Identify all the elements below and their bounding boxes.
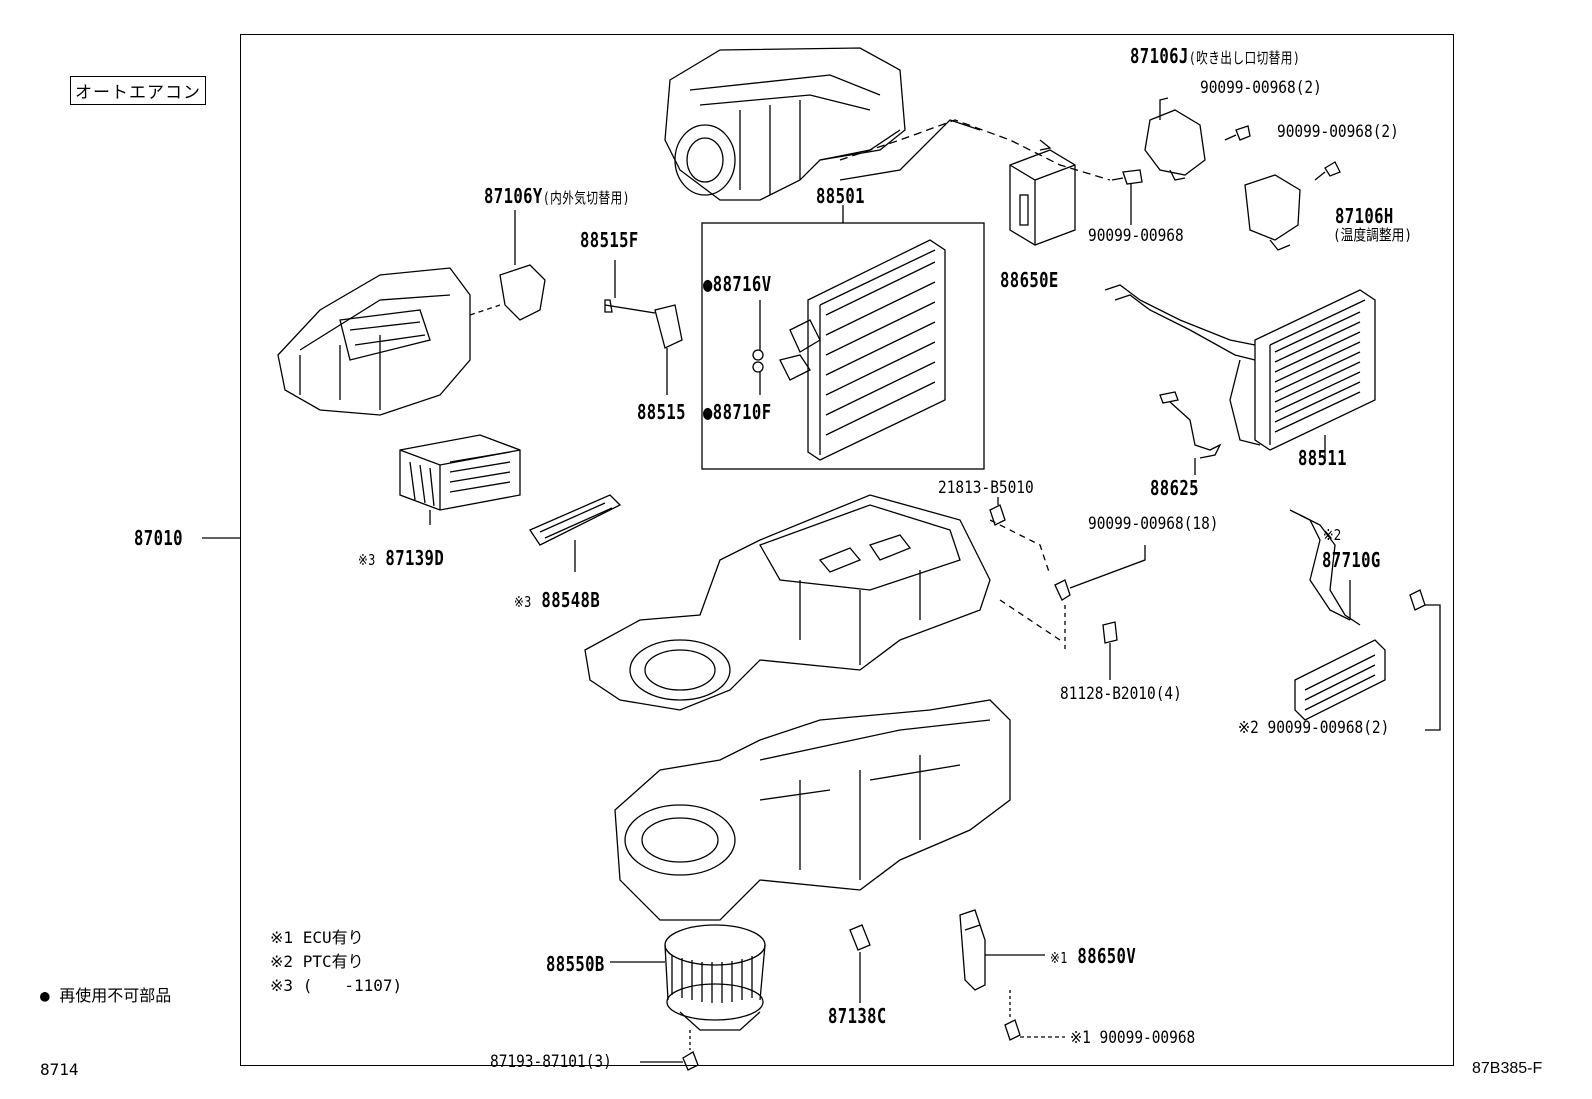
part-88501-label: 88501 [816,184,865,208]
part-87139D-label: ※3 87139D [358,546,445,570]
middle-case-drawing [584,494,991,711]
filter-87139D-drawing [399,434,521,511]
part-87106Y-label: 87106Y(内外気切替用) [484,184,631,208]
heater-core-88511-drawing [1104,284,1376,451]
part-88650V-mark: ※1 [1050,949,1068,967]
note-3: ※3 ( -1107) [270,976,403,995]
evaporator-drawing [779,239,946,461]
part-88515F-label: 88515F [580,228,639,252]
evaporator-group-box [701,222,985,470]
part-81128-B2010-4-label: 81128-B2010(4) [1060,684,1182,704]
ecu-88650E-drawing [1009,139,1076,246]
part-90099-00968-18-label: 90099-00968(18) [1088,514,1219,534]
part-90099-00968-2a-label: 90099-00968(2) [1200,78,1322,98]
page-ref-right: 87B385-F [1472,1060,1543,1077]
legend-bullet-icon: ● [40,986,50,1005]
part-88710F-label: ●88710F [703,400,772,424]
part-88625-label: 88625 [1150,476,1199,500]
part-87106H-desc: (温度調整用) [1333,226,1413,244]
header-tag: オートエアコン [70,76,206,105]
part-87106J-label: 87106J(吹き出し口切替用) [1130,44,1301,68]
diagram-frame [240,34,1454,1066]
actuator-87106H-drawing [1244,161,1341,251]
blower-88550B-drawing [664,924,766,1031]
ptc-heater-87710G-drawing [1289,509,1426,721]
part-88716V-label: ●88716V [703,272,772,296]
legend-non-reusable: ● 再使用不可部品 [40,986,172,1005]
part-90099-00968-e-mark: ※1 [1070,1028,1091,1048]
intake-case-drawing [277,267,471,416]
part-90099-00968-label: 90099-00968 [1088,226,1184,246]
part-21813-B5010-label: 21813-B5010 [938,478,1034,498]
ecu-88650V-drawing [959,909,986,991]
part-87710G-mark: ※2 [1323,526,1342,544]
part-87106H-label: 87106H [1335,204,1394,228]
screen-88548B-drawing [529,494,622,546]
part-88548B-mark: ※3 [514,593,532,611]
part-88650E-label: 88650E [1000,268,1059,292]
part-87138C-label: 87138C [828,1004,887,1028]
note-1: ※1 ECU有り [270,928,364,947]
part-88650V-label: ※1 88650V [1050,944,1137,968]
part-87139D-mark: ※3 [358,551,376,569]
part-90099-00968-2b-label: 90099-00968(2) [1277,122,1399,142]
part-87193-87101-3-label: 87193-87101(3) [490,1052,612,1072]
lower-case-drawing [614,699,1011,921]
page-ref-left: 8714 [40,1060,79,1079]
actuator-87106J-drawing [1144,97,1251,181]
upper-case-drawing [664,47,981,201]
part-90099-00968-2c-label: ※2 90099-00968(2) [1238,718,1390,738]
part-88511-label: 88511 [1298,446,1347,470]
part-88548B-label: ※3 88548B [514,588,601,612]
part-90099-00968-e-label: ※1 90099-00968 [1070,1028,1196,1048]
note-2: ※2 PTC有り [270,952,364,971]
part-90099-00968-2c-mark: ※2 [1238,718,1259,738]
part-88550B-label: 88550B [546,952,605,976]
part-87106J-desc: (吹き出し口切替用) [1188,49,1301,67]
part-87010-label: 87010 [134,526,183,550]
part-87106Y-desc: (内外気切替用) [542,189,631,207]
part-88515-label: 88515 [637,400,686,424]
part-87710G-label: 87710G [1322,548,1381,572]
